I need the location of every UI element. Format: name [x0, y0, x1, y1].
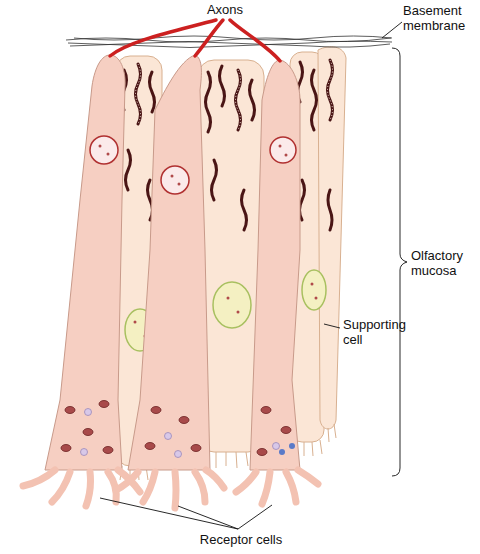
part-label: Supporting cell — [343, 317, 413, 347]
part-label: Receptor cells — [186, 532, 296, 547]
part-label: Axons — [200, 2, 250, 17]
part-label: Olfactory mucosa — [411, 248, 477, 278]
part-label: Basement membrane — [403, 3, 477, 33]
